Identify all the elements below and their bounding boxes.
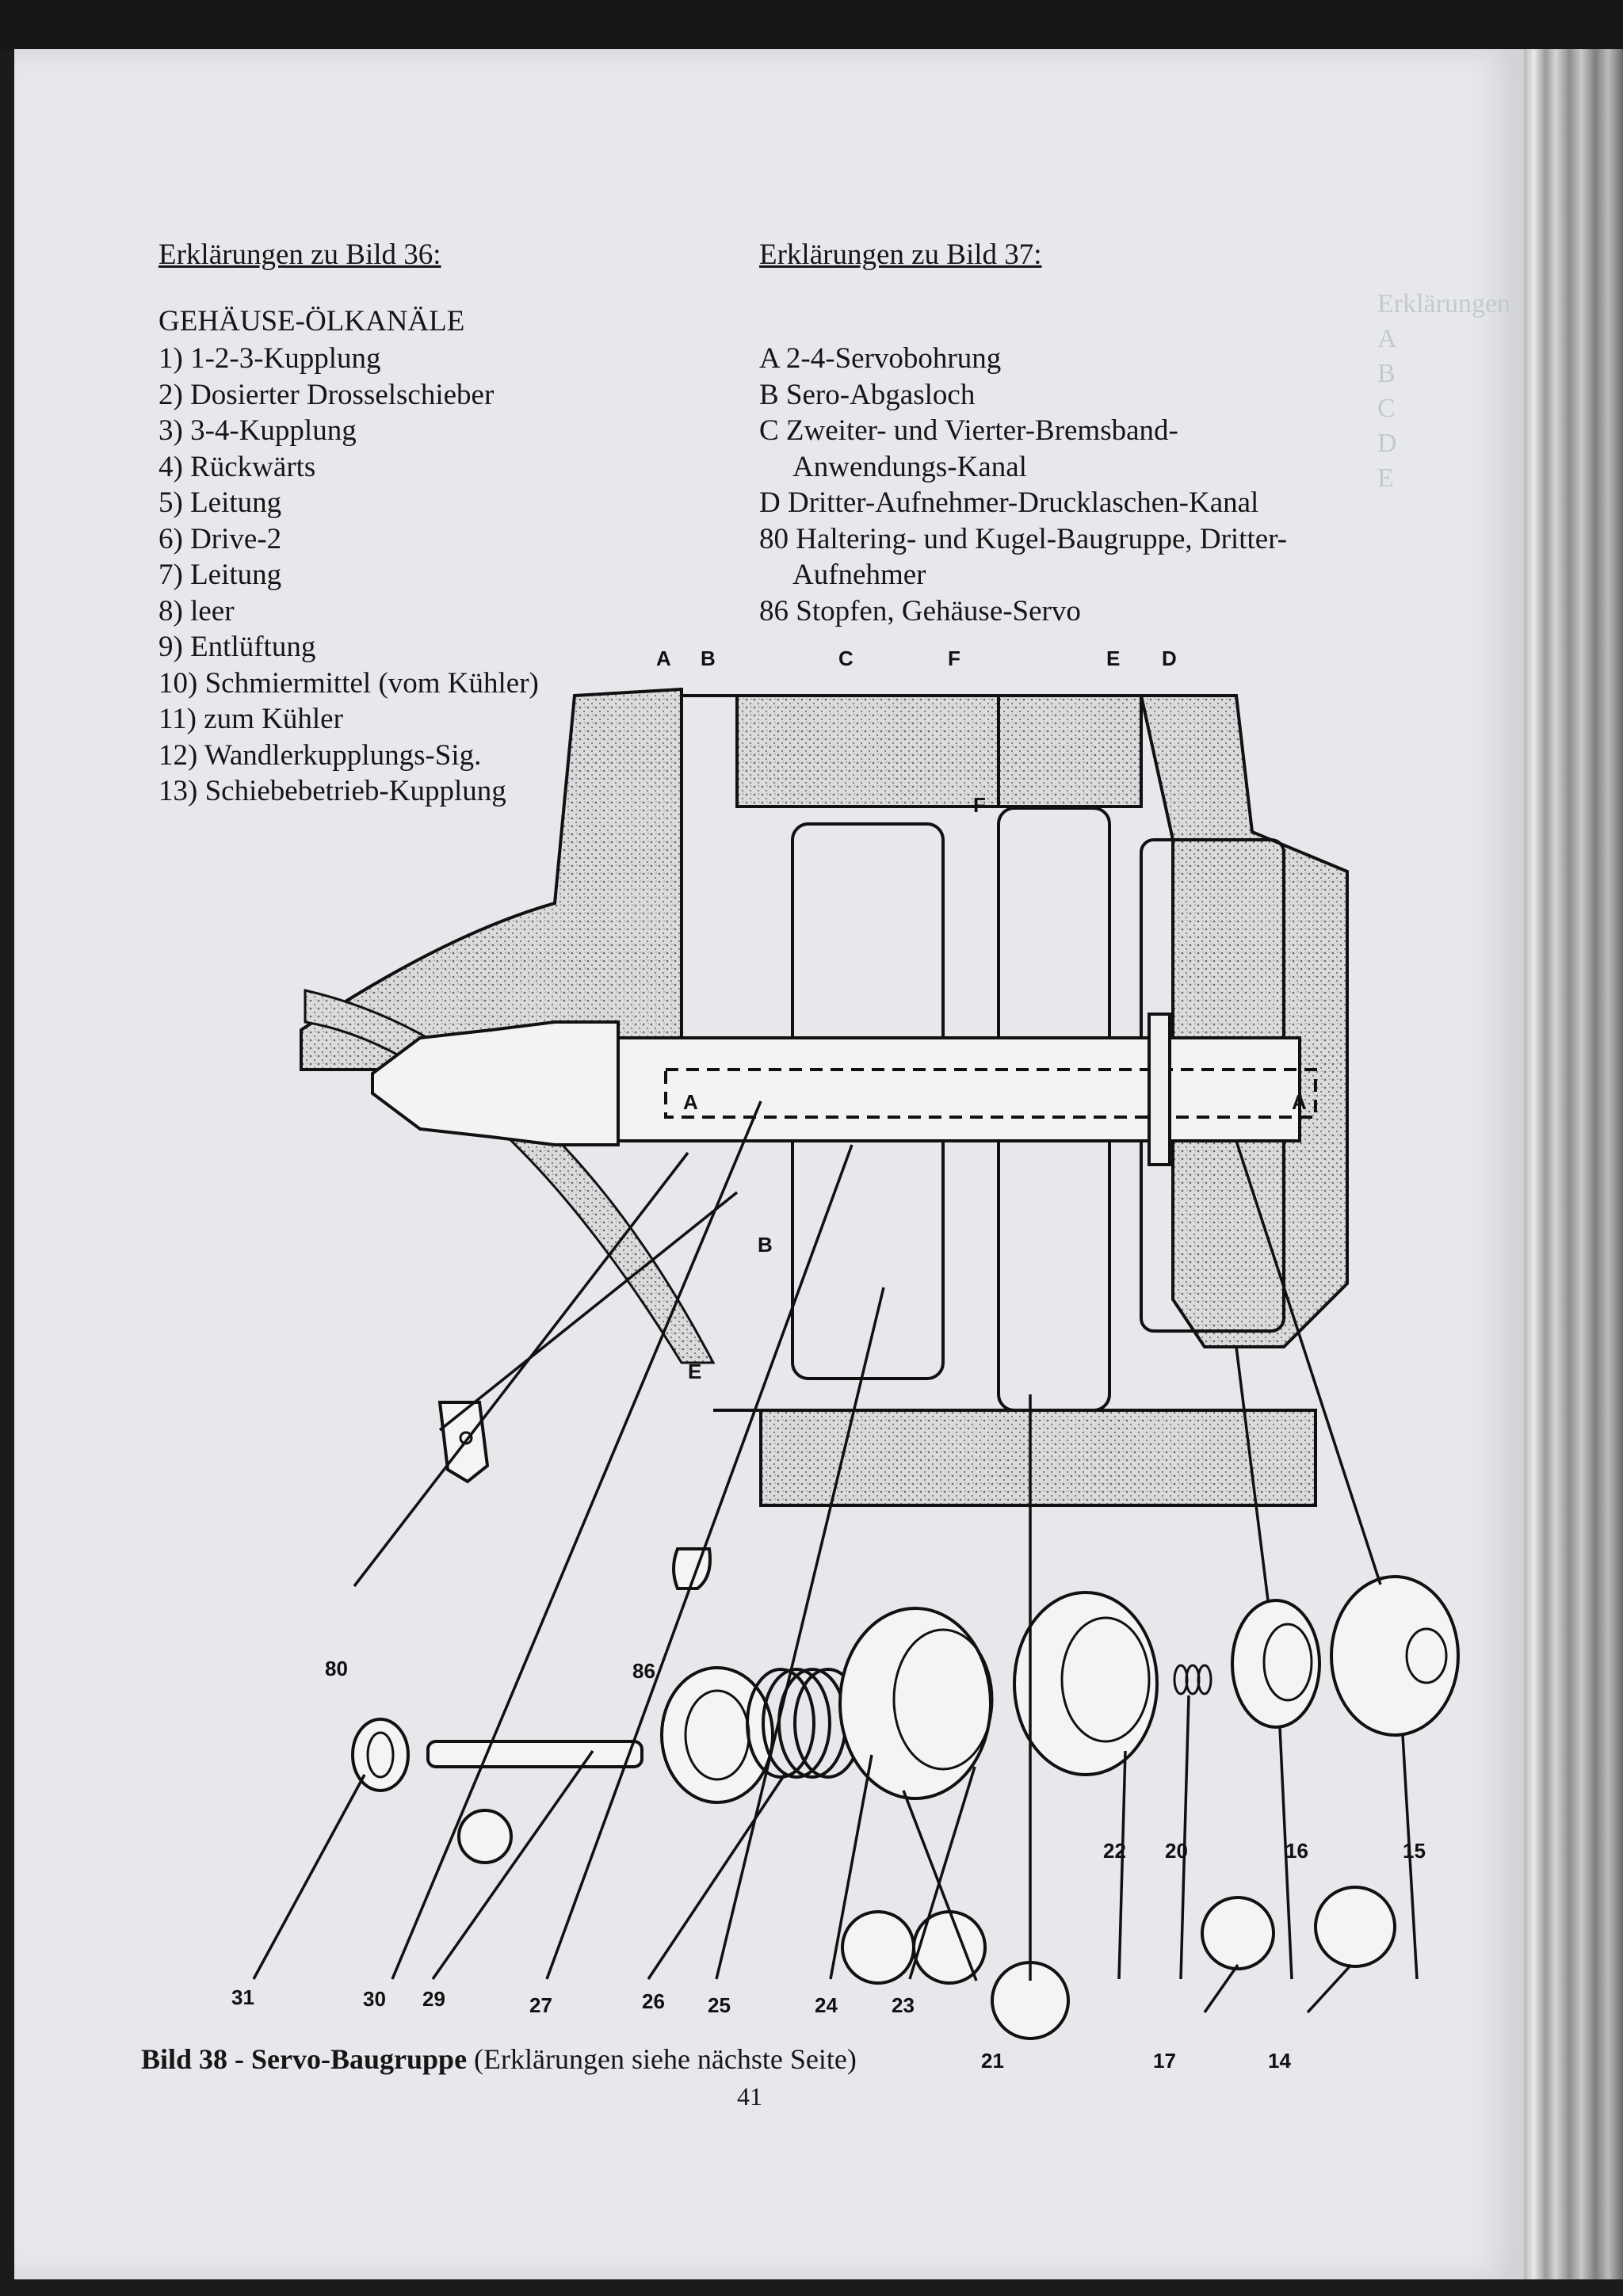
detail-circle-30 (457, 1809, 513, 1864)
label-letter-f: F (973, 793, 986, 817)
left-legend-item: 5) Leitung (158, 486, 282, 519)
diagram-letter-labels: A B C F E D F A A B E (656, 646, 1307, 1383)
shaft-tapered-tip (371, 1020, 620, 1146)
callout-29: 29 (422, 1987, 445, 2011)
left-legend-item: 8) leer (158, 594, 235, 627)
right-legend-item: A 2-4-Servobohrung (759, 342, 1002, 375)
left-legend-item: 2) Dosierter Drosselschieber (158, 378, 495, 411)
left-legend-heading: Erklärungen zu Bild 36: (158, 238, 441, 271)
right-legend-item: 80 Haltering- und Kugel-Baugruppe, Dritt… (759, 522, 1288, 555)
left-legend-item: 4) Rückwärts (158, 450, 316, 483)
callout-20: 20 (1165, 1839, 1188, 1863)
part-22-piston (1013, 1591, 1159, 1776)
figure-caption: Bild 38 - Servo-Baugruppe (Erklärungen s… (141, 2042, 857, 2076)
right-legend-item: C Zweiter- und Vierter-Bremsband- (759, 414, 1178, 447)
show-through-text: Erklärungen A B C D E (1377, 289, 1511, 493)
label-letter-a: A (1292, 1090, 1307, 1114)
book-page-edges (1524, 49, 1623, 2279)
retaining-ring (1148, 1013, 1171, 1166)
callout-17: 17 (1153, 2049, 1176, 2073)
left-legend-item: 3) 3-4-Kupplung (158, 414, 357, 447)
right-legend-item: 86 Stopfen, Gehäuse-Servo (759, 594, 1081, 627)
label-letter-b: B (701, 646, 716, 670)
callout-15: 15 (1403, 1839, 1426, 1863)
detail-circles (457, 1809, 1396, 2040)
label-letter-d: D (1162, 646, 1177, 670)
callout-16: 16 (1285, 1839, 1308, 1863)
detail-circle-17 (1201, 1896, 1275, 1970)
right-legend-heading: Erklärungen zu Bild 37: (759, 238, 1042, 271)
left-legend-subheading: GEHÄUSE-ÖLKANÄLE (158, 305, 465, 338)
left-legend-item: 9) Entlüftung (158, 631, 316, 663)
callout-14: 14 (1268, 2049, 1291, 2073)
right-legend-item: Aufnehmer (792, 559, 926, 591)
shaft-body (617, 1036, 1301, 1142)
part-25-housing (838, 1607, 992, 1800)
scan-top-border (0, 0, 1623, 51)
servo-shaft-section (371, 1013, 1317, 1166)
part-20-spring (1173, 1664, 1212, 1695)
label-letter-a: A (656, 646, 671, 670)
right-legend-item: B Sero-Abgasloch (759, 378, 976, 411)
left-legend-item: 10) Schmiermittel (vom Kühler) (158, 666, 539, 700)
callout-31: 31 (231, 1985, 254, 2009)
case-top-stippled (735, 694, 1000, 808)
label-letter-e: E (688, 1360, 701, 1383)
part-15-cover (1330, 1575, 1460, 1737)
exploded-parts (351, 1401, 1460, 1804)
callout-80: 80 (325, 1657, 348, 1680)
left-legend-item: 11) zum Kühler (158, 703, 343, 735)
page-number: 41 (737, 2082, 762, 2111)
part-31-ring (351, 1718, 410, 1792)
caption-note: (Erklärungen siehe nächste Seite) (467, 2043, 857, 2075)
callout-25: 25 (708, 1993, 731, 2017)
callout-26: 26 (642, 1989, 665, 2013)
right-legend-item: D Dritter-Aufnehmer-Drucklaschen-Kanal (759, 486, 1259, 519)
detail-circle-14 (1314, 1886, 1396, 1968)
callout-30: 30 (363, 1987, 386, 2011)
right-legend-list: A 2-4-Servobohrung B Sero-Abgasloch C Zw… (759, 341, 1287, 629)
case-d-block (1139, 694, 1349, 1348)
label-letter-b: B (758, 1233, 773, 1257)
housing-section (300, 687, 1349, 1507)
shaft-bore (664, 1068, 1317, 1119)
detail-circle-24 (841, 1910, 915, 1985)
callout-21: 21 (981, 2049, 1004, 2073)
left-legend-list: 1) 1-2-3-Kupplung 2) Dosierter Drosselsc… (158, 341, 539, 810)
callout-27: 27 (529, 1993, 552, 2017)
label-letter-f: F (948, 646, 960, 670)
right-legend-item: Anwendungs-Kanal (792, 450, 1027, 483)
label-letter-a: A (683, 1090, 698, 1114)
callout-24: 24 (815, 1993, 838, 2017)
case-left-stippled (300, 687, 683, 1071)
case-bottom-stippled (759, 1409, 1317, 1507)
label-letter-c: C (838, 646, 854, 670)
label-letter-e: E (1106, 646, 1120, 670)
left-legend-item: 1) 1-2-3-Kupplung (158, 342, 381, 375)
diagram-part-numbers: 80 86 31 30 29 27 26 25 24 23 21 22 20 1… (231, 1657, 1426, 2073)
callout-86: 86 (632, 1659, 655, 1683)
part-16-piston (1231, 1599, 1321, 1729)
left-legend-item: 12) Wandlerkupplungs-Sig. (158, 738, 482, 772)
part-29-rod (426, 1740, 643, 1768)
callout-22: 22 (1103, 1839, 1126, 1863)
leader-lines (252, 1100, 1419, 2014)
caption-title: Bild 38 - Servo-Baugruppe (141, 2043, 468, 2075)
callout-23: 23 (892, 1993, 915, 2017)
part-27-piston (660, 1666, 774, 1804)
left-legend-item: 13) Schiebebetrieb-Kupplung (158, 775, 506, 807)
servo-cover-center (997, 694, 1143, 808)
left-legend-item: 7) Leitung (158, 559, 282, 591)
left-legend-item: 6) Drive-2 (158, 522, 282, 555)
